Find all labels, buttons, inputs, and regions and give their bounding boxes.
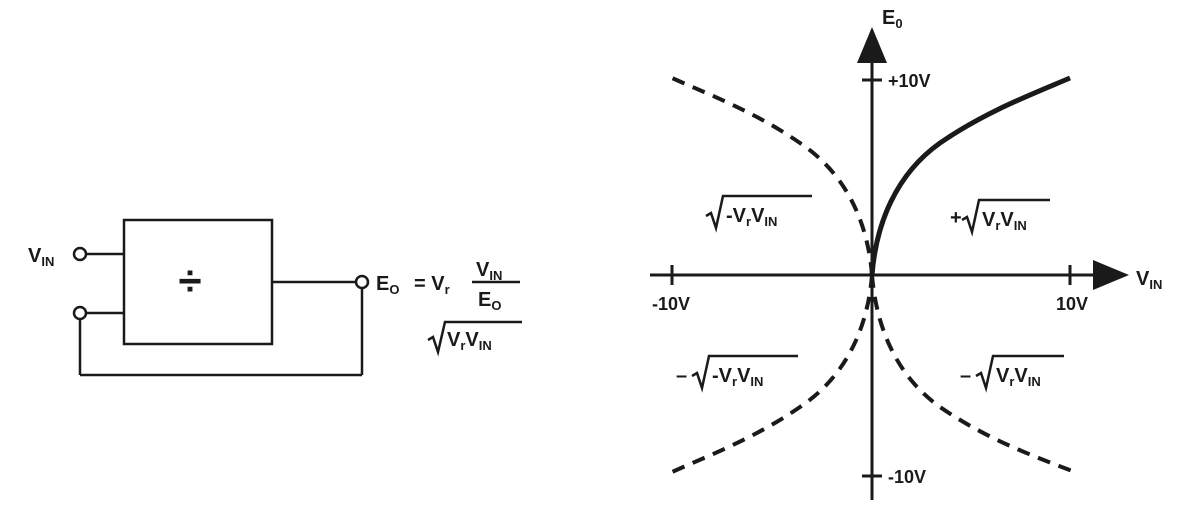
tick-label-x-left: -10V xyxy=(652,294,690,314)
tick-label-x-right: 10V xyxy=(1056,294,1088,314)
x-axis-label: VIN xyxy=(1136,268,1162,292)
output-label: EO xyxy=(376,273,399,297)
svg-text:+: + xyxy=(950,207,962,229)
tick-label-y-bottom: -10V xyxy=(888,467,926,487)
svg-text:-VrVIN: -VrVIN xyxy=(726,205,777,229)
curve-q2-dashed xyxy=(671,76,874,276)
input-label: VIN xyxy=(28,245,54,269)
quadrant-label-q3: – -VrVIN xyxy=(676,354,798,393)
equation-denominator: EO xyxy=(478,289,501,313)
equation-numerator: VIN xyxy=(476,259,502,283)
output-terminal xyxy=(354,274,370,290)
quadrant-label-q4: – VrVIN xyxy=(960,354,1064,393)
curve-q4-dashed xyxy=(870,274,1076,474)
quadrant-label-q1: + VrVIN xyxy=(950,198,1050,237)
curve-q1-solid xyxy=(869,75,1071,276)
curve-q3-dashed xyxy=(671,274,874,474)
svg-text:-VrVIN: -VrVIN xyxy=(712,365,763,389)
svg-text:VrVIN: VrVIN xyxy=(996,365,1041,389)
divide-symbol: ÷ xyxy=(178,257,201,304)
transfer-chart: +10V -10V -10V 10V E0 VIN + VrVIN -VrVIN… xyxy=(650,7,1162,500)
svg-text:–: – xyxy=(676,365,687,387)
tick-label-y-top: +10V xyxy=(888,71,931,91)
quadrant-label-q2: -VrVIN xyxy=(705,194,812,233)
equation-vr: = Vr xyxy=(414,273,450,297)
feedback-terminal xyxy=(72,305,88,321)
input-terminal xyxy=(72,246,88,262)
block-diagram: VIN ÷ EO = Vr VIN EO VrVIN xyxy=(28,218,522,377)
svg-text:–: – xyxy=(960,365,971,387)
y-axis-label: E0 xyxy=(882,7,903,31)
svg-text:VrVIN: VrVIN xyxy=(447,329,492,353)
svg-text:VrVIN: VrVIN xyxy=(982,209,1027,233)
equation-result: VrVIN xyxy=(427,320,522,357)
